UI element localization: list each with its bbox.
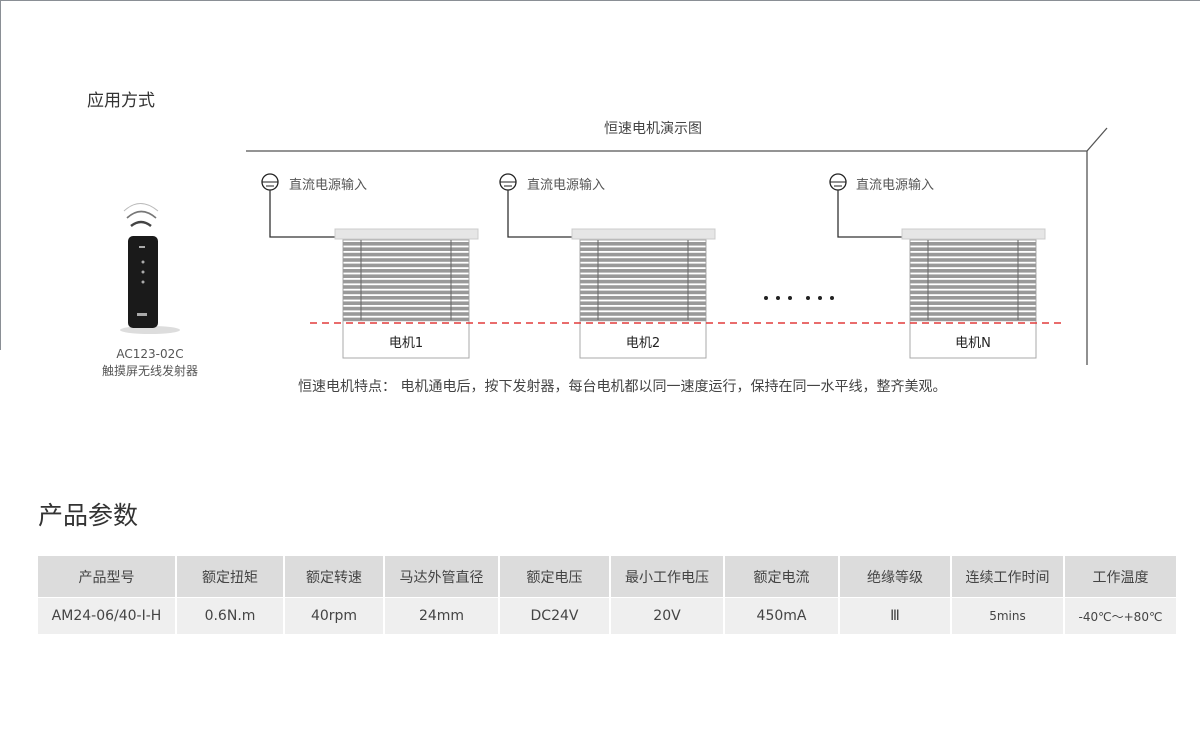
blind-slat <box>910 317 1036 322</box>
frame-border <box>0 0 1 350</box>
blind-slat <box>343 258 469 262</box>
blind-slat <box>580 279 706 284</box>
power-wire <box>837 190 912 238</box>
table-cell: 5mins <box>951 597 1065 634</box>
blind-slat <box>343 301 469 305</box>
blind-slat <box>580 258 706 262</box>
blind-slat <box>343 296 469 300</box>
motor-label: 电机N <box>955 336 991 351</box>
table-cell: 24mm <box>384 597 500 634</box>
blind-slat <box>910 263 1036 268</box>
table-cell: DC24V <box>499 597 611 634</box>
section-title-application: 应用方式 <box>87 91 155 111</box>
power-input-label: 直流电源输入 <box>289 178 368 193</box>
blind-slat <box>343 306 469 311</box>
blind-slat <box>910 258 1036 262</box>
head-rail <box>571 228 716 240</box>
blind-slat <box>910 247 1036 251</box>
blind-slat <box>580 306 706 311</box>
blind-slat <box>910 301 1036 305</box>
blind-slat <box>343 263 469 268</box>
power-wire <box>269 190 345 238</box>
blind-slat <box>580 263 706 268</box>
table-header: 产品型号 <box>38 556 177 598</box>
blind-slat <box>343 252 469 257</box>
blind-slat <box>343 279 469 284</box>
blind-slat <box>580 274 706 278</box>
frame-border <box>0 0 1200 1</box>
motor-label: 电机2 <box>625 336 661 351</box>
feature-description: 恒速电机特点： 电机通电后，按下发射器，每台电机都以同一速度运行，保持在同一水平… <box>298 379 947 395</box>
table-header: 额定电压 <box>499 556 611 598</box>
power-input-label: 直流电源输入 <box>527 178 606 193</box>
table-header: 最小工作电压 <box>610 556 725 598</box>
blind-slat <box>910 269 1036 273</box>
table-header: 工作温度 <box>1064 556 1178 598</box>
head-rail <box>901 228 1046 240</box>
blind-slat <box>910 242 1036 246</box>
table-header: 马达外管直径 <box>384 556 500 598</box>
table-header-row: 产品型号 额定扭矩 额定转速 马达外管直径 额定电压 最小工作电压 额定电流 绝… <box>38 556 1178 598</box>
blind-slat <box>580 296 706 300</box>
table-cell: 0.6N.m <box>176 597 285 634</box>
blind-slat <box>910 252 1036 257</box>
motor-label: 电机1 <box>388 336 424 351</box>
blind-slat <box>910 306 1036 311</box>
blind-slat <box>343 247 469 251</box>
table-cell: 20V <box>610 597 725 634</box>
motor-diagram <box>120 127 1108 365</box>
table-header: 额定扭矩 <box>176 556 285 598</box>
remote-caption: AC123-02C 触摸屏无线发射器 <box>80 346 220 380</box>
blind-slat <box>910 312 1036 316</box>
ceiling-line <box>246 127 1108 152</box>
head-rail <box>334 228 479 240</box>
blind-slat <box>343 317 469 322</box>
blind-slat <box>910 279 1036 284</box>
power-wire <box>507 190 582 238</box>
blind-slat <box>343 274 469 278</box>
blind-slat <box>343 290 469 295</box>
blind-slat <box>580 290 706 295</box>
blind-slat <box>343 285 469 289</box>
blind-slat <box>580 317 706 322</box>
table-cell: AM24-06/40-I-H <box>38 597 177 634</box>
blind-slat <box>910 296 1036 300</box>
blind-slat <box>910 285 1036 289</box>
table-row: AM24-06/40-I-H 0.6N.m 40rpm 24mm DC24V 2… <box>38 597 1178 634</box>
blind-slat <box>343 312 469 316</box>
power-input-label: 直流电源输入 <box>856 178 935 193</box>
table-header: 连续工作时间 <box>951 556 1065 598</box>
blind-slat <box>580 285 706 289</box>
blind-slat <box>580 312 706 316</box>
table-cell: 450mA <box>724 597 840 634</box>
blind-slat <box>910 274 1036 278</box>
blind-slat <box>580 242 706 246</box>
blind-slat <box>580 247 706 251</box>
params-table: 产品型号 额定扭矩 额定转速 马达外管直径 额定电压 最小工作电压 额定电流 绝… <box>38 556 1178 634</box>
table-cell: -40℃～+80℃ <box>1064 597 1178 634</box>
blind-slat <box>343 269 469 273</box>
table-cell: 40rpm <box>284 597 385 634</box>
remote-model: AC123-02C <box>116 347 184 361</box>
table-header: 额定电流 <box>724 556 840 598</box>
table-header: 绝缘等级 <box>839 556 952 598</box>
blind-slat <box>910 290 1036 295</box>
table-cell: Ⅲ <box>839 597 952 634</box>
ellipsis-dots <box>764 296 834 300</box>
blind-slat <box>580 252 706 257</box>
table-header: 额定转速 <box>284 556 385 598</box>
remote-icon <box>120 203 180 334</box>
blind-slat <box>580 269 706 273</box>
blind-slat <box>343 242 469 246</box>
blind-slat <box>580 301 706 305</box>
diagram-title: 恒速电机演示图 <box>604 121 702 137</box>
section-title-params: 产品参数 <box>38 501 139 530</box>
remote-name: 触摸屏无线发射器 <box>101 364 198 378</box>
